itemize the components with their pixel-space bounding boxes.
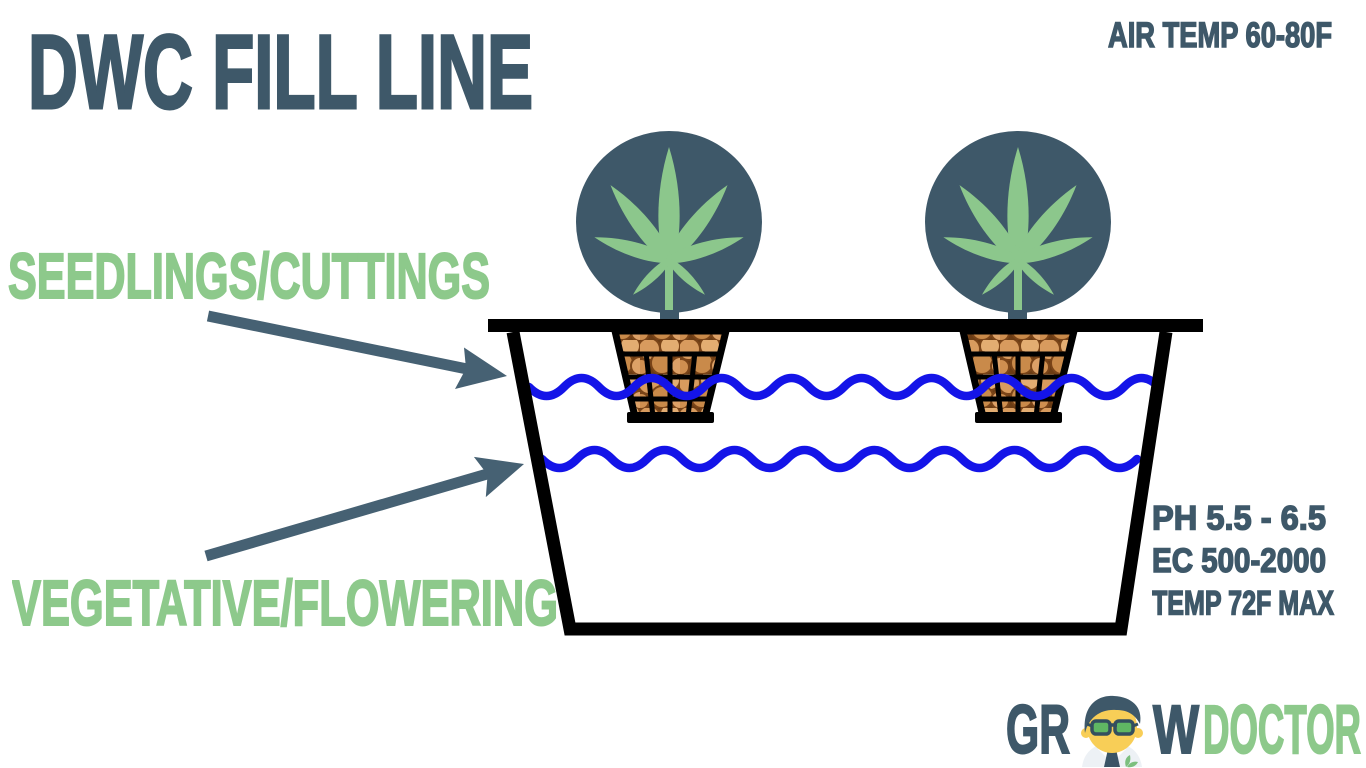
air-temp-note: AIR TEMP 60-80F [1108,15,1333,56]
upper-fill-line [524,373,1164,401]
hair [1084,695,1141,733]
logo-text-gr: GR [1006,694,1071,760]
svg-text:DOCTOR: DOCTOR [1203,694,1361,760]
cannabis-leaf-icon [592,147,746,310]
reservoir-lid [488,319,1203,332]
net-pot-1 [610,327,731,423]
svg-text:GR: GR [1006,694,1070,760]
label-vegetative: VEGETATIVE/FLOWERING [12,574,559,638]
stat-ph: PH 5.5 - 6.5 [1152,500,1326,538]
face [1087,701,1137,753]
logo-text-doctor: DOCTOR [1203,694,1362,760]
vegetative-arrow-icon [204,456,524,562]
doctor-head-icon [1081,695,1143,768]
plant-2 [925,131,1111,313]
cannabis-leaf-icon [941,147,1095,310]
plant-1 [576,131,762,313]
air-temp-text: AIR TEMP 60-80F [1108,16,1332,55]
label-seedlings: SEEDLINGS/CUTTINGS [8,247,491,311]
page-title-text: DWC FILL LINE [28,16,533,128]
sprout-icon [1125,755,1138,768]
svg-text:W: W [1153,694,1200,760]
reservoir-outline [506,330,1173,636]
logo: GR W DOCTOR [1006,694,1365,768]
page-title: DWC FILL LINE [28,16,535,128]
stat-water-temp: TEMP 72F MAX [1152,585,1334,623]
label-vegetative-text: VEGETATIVE/FLOWERING [12,574,558,638]
logo-text-w: W [1152,694,1201,760]
label-seedlings-text: SEEDLINGS/CUTTINGS [8,247,490,311]
seedlings-arrow-icon [206,310,507,389]
sunglasses-icon [1086,719,1139,736]
lower-fill-line [537,445,1142,473]
stat-ec: EC 500-2000 [1152,542,1326,580]
reservoir-stats: PH 5.5 - 6.5 EC 500-2000 TEMP 72F MAX [1152,499,1335,624]
tie-icon [1104,749,1120,767]
